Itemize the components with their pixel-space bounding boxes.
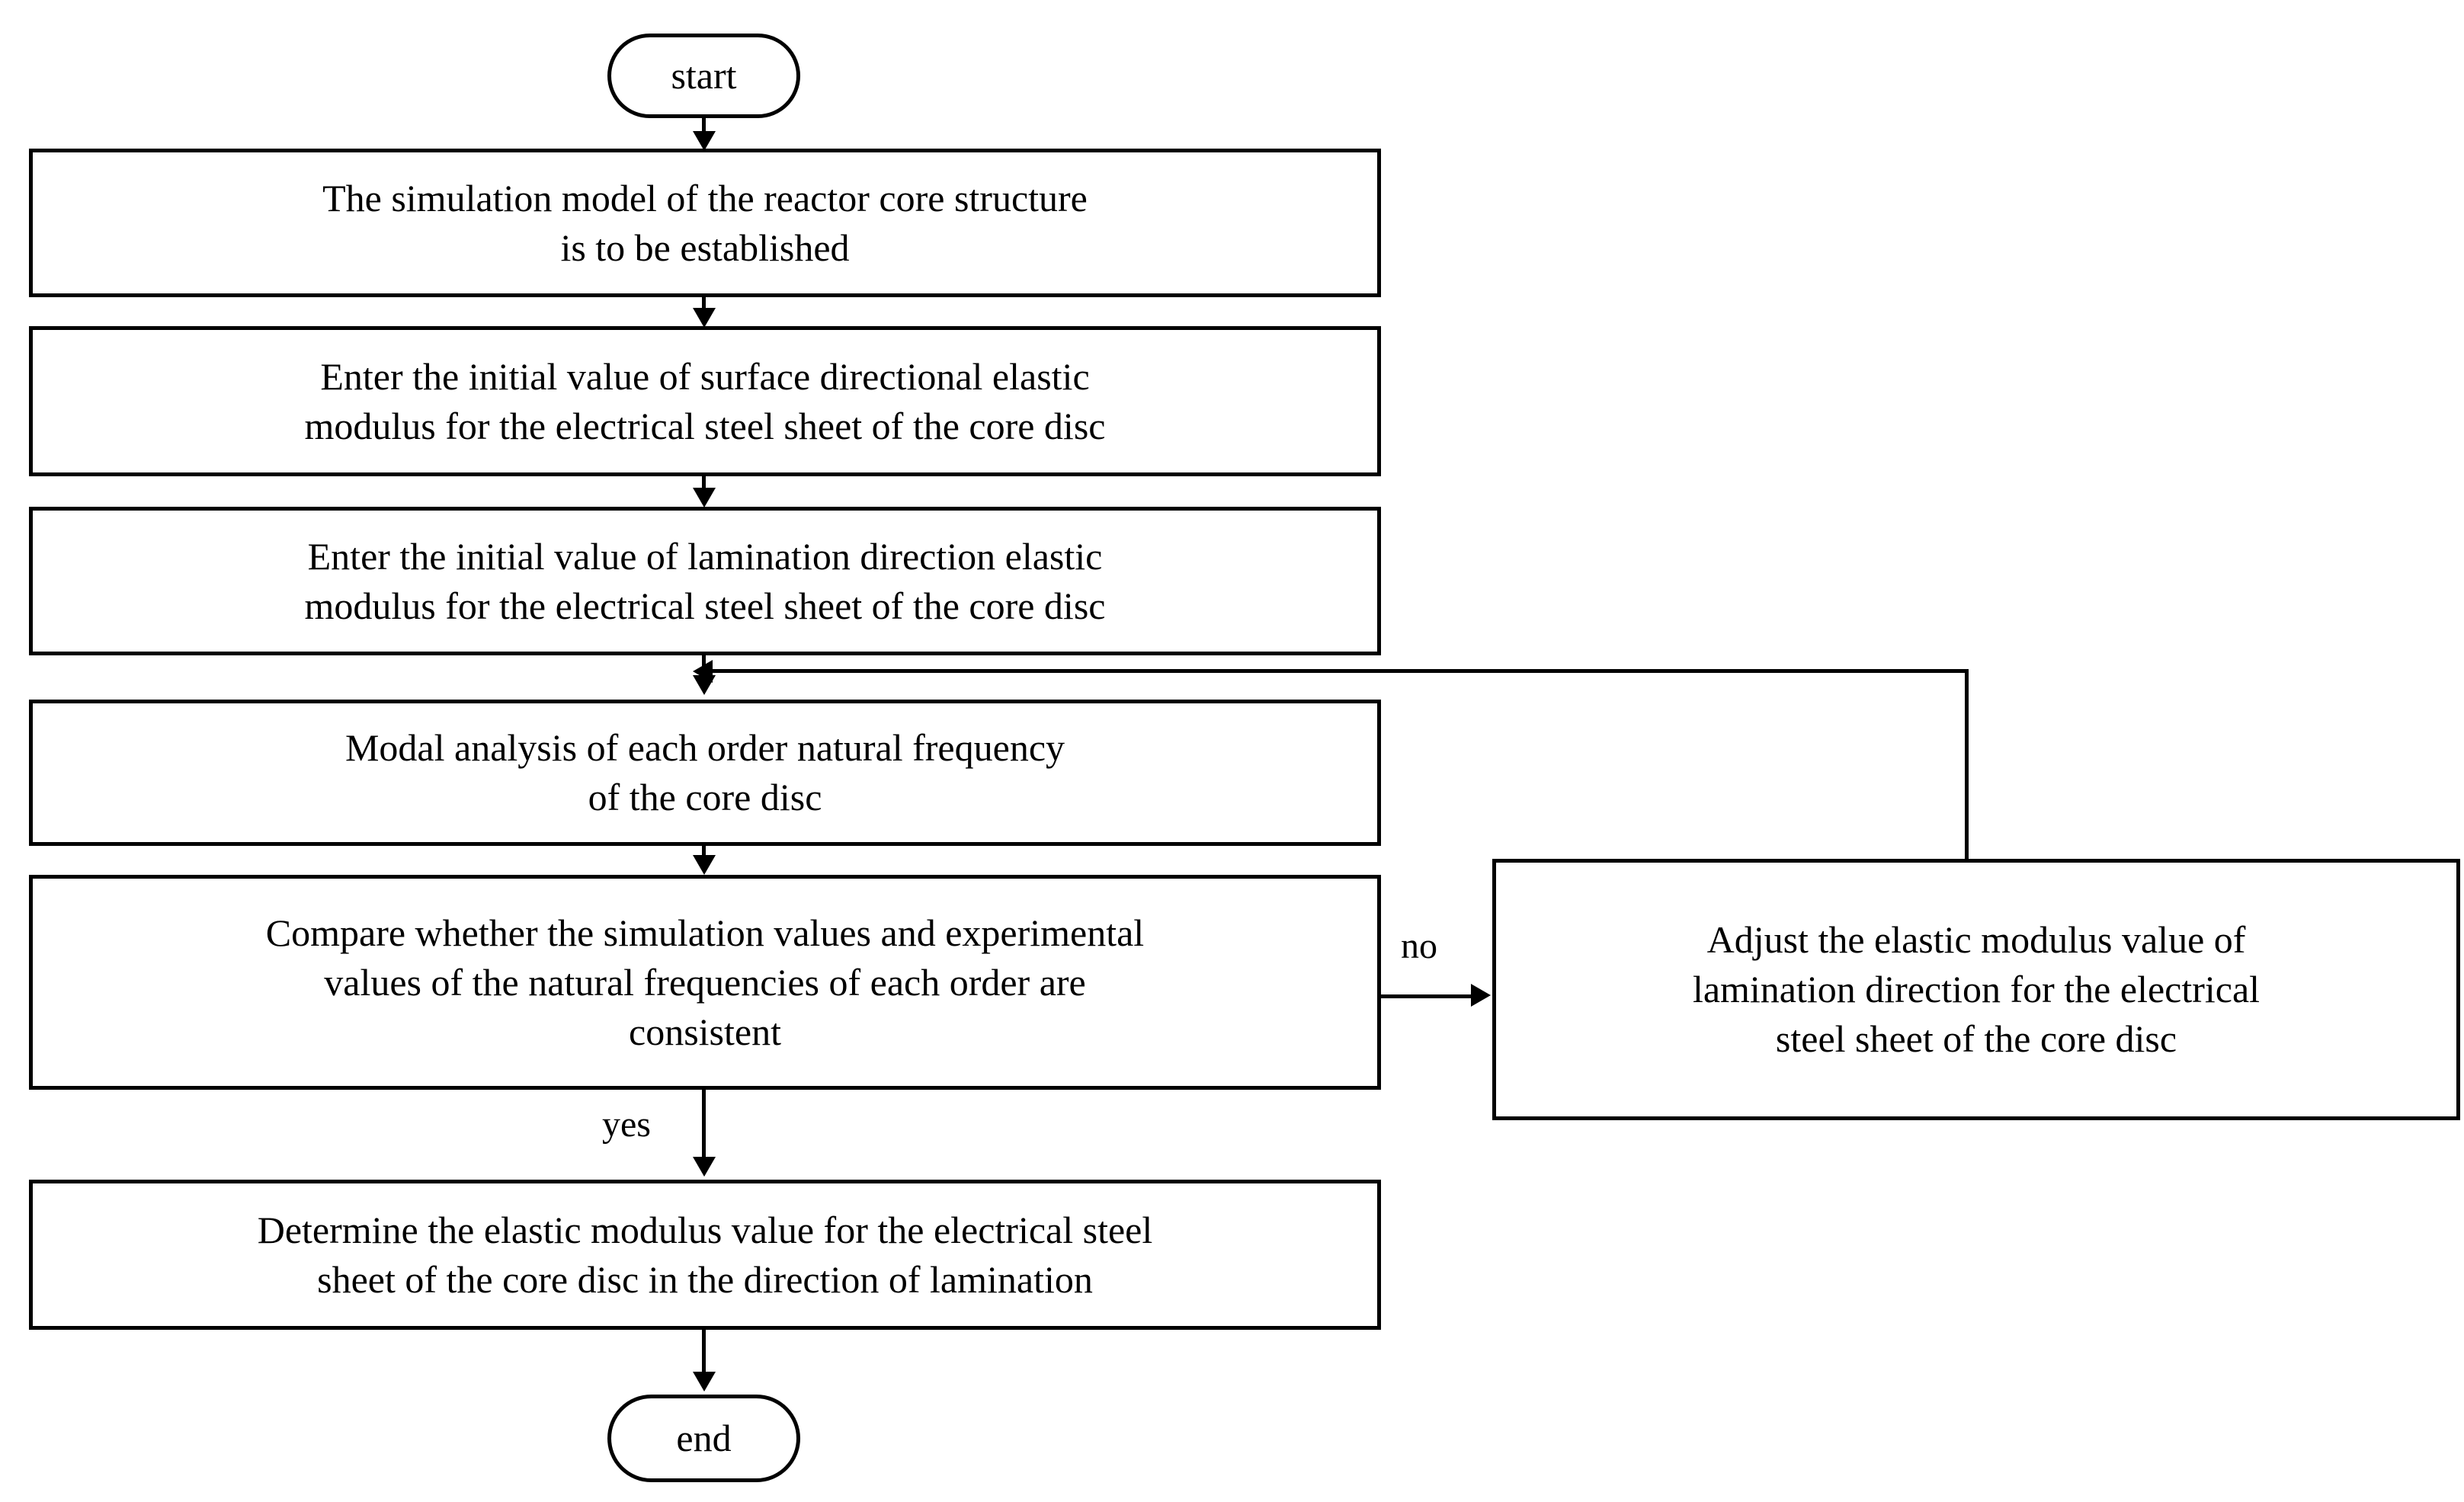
node-compare-decision[interactable]: Compare whether the simulation values an…: [29, 875, 1381, 1090]
edge-start-to-model-line: [702, 118, 706, 143]
edge-feedback-arrowhead: [693, 660, 713, 683]
node-modal-analysis[interactable]: Modal analysis of each order natural fre…: [29, 700, 1381, 846]
edge-compare-to-determine-line: [702, 1090, 706, 1163]
node-end-label: end: [676, 1417, 732, 1459]
node-adjust-modulus[interactable]: Adjust the elastic modulus value of lami…: [1492, 859, 2460, 1120]
node-lamination-modulus[interactable]: Enter the initial value of lamination di…: [29, 507, 1381, 655]
edge-modal-to-compare-arrowhead: [693, 855, 716, 875]
node-modal-analysis-label: Modal analysis of each order natural fre…: [344, 726, 1065, 818]
edge-feedback-horizontal: [713, 669, 1969, 673]
edge-compare-to-determine-arrowhead: [693, 1157, 716, 1177]
node-simulation-model[interactable]: The simulation model of the reactor core…: [29, 149, 1381, 297]
edge-compare-to-adjust-arrowhead: [1471, 984, 1491, 1007]
node-start[interactable]: start: [607, 34, 800, 118]
node-start-label: start: [671, 54, 737, 97]
node-lamination-modulus-label: Enter the initial value of lamination di…: [304, 534, 1106, 627]
edge-model-to-surface-arrowhead: [693, 308, 716, 328]
node-surface-modulus-label: Enter the initial value of surface direc…: [304, 354, 1106, 447]
edge-determine-to-end-line: [702, 1330, 706, 1380]
node-determine-modulus-label: Determine the elastic modulus value for …: [257, 1208, 1153, 1301]
edge-label-yes: yes: [602, 1104, 651, 1145]
edge-label-no: no: [1401, 926, 1437, 966]
node-determine-modulus[interactable]: Determine the elastic modulus value for …: [29, 1180, 1381, 1330]
edge-start-to-model-arrowhead: [693, 131, 716, 151]
edge-compare-to-adjust-line: [1381, 994, 1474, 998]
edge-modal-to-compare-line: [702, 846, 706, 861]
node-compare-decision-label: Compare whether the simulation values an…: [265, 911, 1145, 1053]
node-end[interactable]: end: [607, 1395, 800, 1482]
edge-surface-to-lamination-arrowhead: [693, 488, 716, 508]
node-simulation-model-label: The simulation model of the reactor core…: [322, 176, 1088, 269]
edge-determine-to-end-arrowhead: [693, 1372, 716, 1392]
node-adjust-modulus-label: Adjust the elastic modulus value of lami…: [1692, 918, 2261, 1060]
edge-feedback-vertical: [1965, 671, 1969, 860]
node-surface-modulus[interactable]: Enter the initial value of surface direc…: [29, 326, 1381, 476]
